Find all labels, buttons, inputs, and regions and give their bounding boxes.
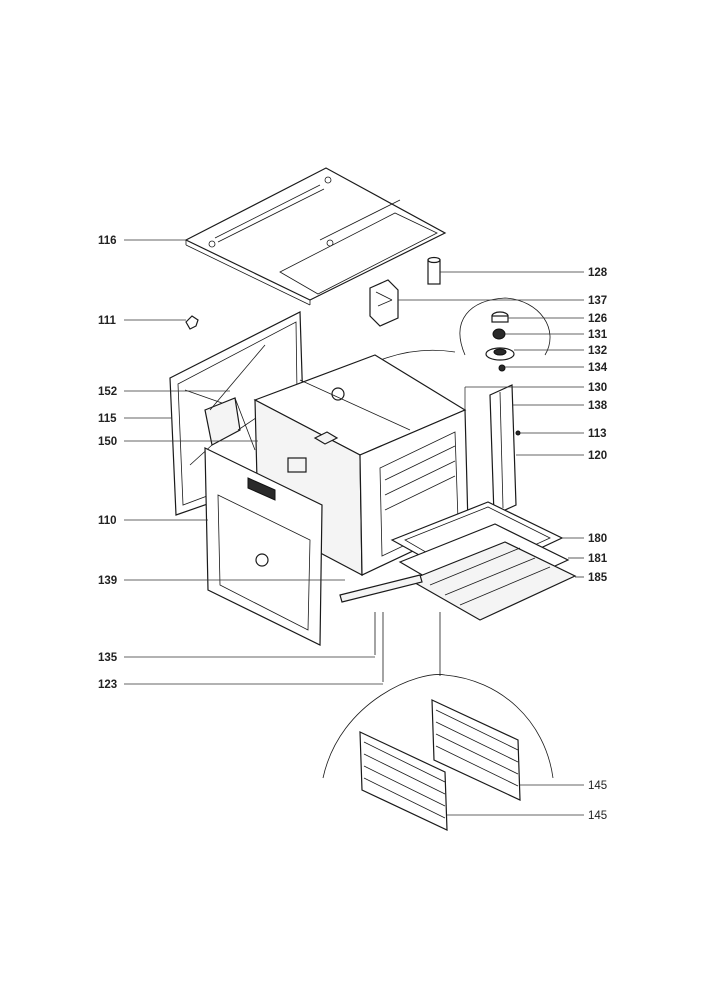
callout-139: 139	[98, 575, 117, 587]
callout-131: 131	[588, 329, 608, 341]
callout-180: 180	[588, 533, 607, 545]
callout-152: 152	[98, 386, 117, 398]
callout-134: 134	[588, 362, 608, 374]
callout-130: 130	[588, 382, 607, 394]
callout-115: 115	[98, 413, 117, 425]
leader-lines	[124, 239, 584, 816]
oven-door-part	[204, 447, 323, 646]
right-frame-part	[489, 384, 521, 516]
callout-128: 128	[588, 267, 608, 279]
callout-135: 135	[98, 652, 118, 664]
bottom-rail-part	[339, 574, 423, 682]
callout-110: 110	[98, 515, 117, 527]
top-cover-part	[184, 167, 447, 306]
bracket-part	[369, 279, 399, 327]
callout-185: 185	[588, 572, 608, 584]
callout-labels: 116 128 137 111 126 131 132 134 152 130 …	[98, 235, 608, 822]
callout-132: 132	[588, 345, 607, 357]
cylinder-part	[427, 256, 441, 285]
clip-part	[185, 315, 199, 330]
callout-120: 120	[588, 450, 607, 462]
callout-111: 111	[98, 315, 117, 327]
shelf-supports-inset	[322, 612, 554, 831]
callout-137: 137	[588, 295, 607, 307]
callout-116: 116	[98, 235, 117, 247]
callout-113: 113	[588, 428, 607, 440]
callout-145-upper: 145	[588, 780, 607, 792]
callout-181: 181	[588, 553, 608, 565]
callout-145-lower: 145	[588, 810, 607, 822]
callout-138: 138	[588, 400, 608, 412]
callout-126: 126	[588, 313, 607, 325]
baking-trays-part	[390, 501, 577, 621]
callout-150: 150	[98, 436, 117, 448]
callout-123: 123	[98, 679, 117, 691]
